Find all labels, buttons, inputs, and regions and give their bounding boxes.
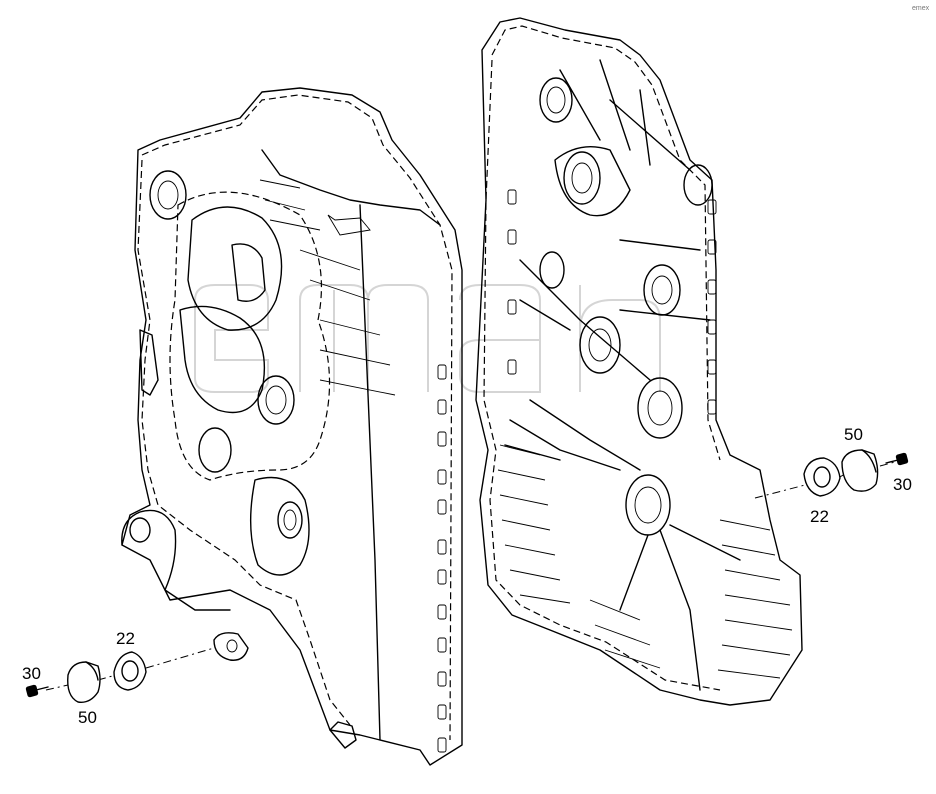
left-exploded-parts	[25, 647, 215, 703]
bearing-bores	[539, 77, 713, 536]
bolt-30-right	[885, 452, 909, 466]
callout-labels: 30 50 22 50 30 22	[22, 425, 912, 727]
callout-30-left: 30	[22, 664, 41, 683]
cover-50-right	[841, 449, 879, 492]
watermark: emex	[194, 5, 930, 393]
watermark-tag: emex	[912, 5, 930, 12]
left-housing-half	[121, 87, 463, 766]
cover-50-left	[67, 661, 101, 703]
callout-30-right: 30	[893, 475, 912, 494]
gasket-22-right	[803, 457, 841, 497]
gasket-22-left	[113, 651, 147, 691]
callout-22-left: 22	[116, 629, 135, 648]
right-exploded-parts	[754, 449, 909, 499]
bolt-30-left	[25, 684, 49, 698]
callout-50-right: 50	[844, 425, 863, 444]
callout-50-left: 50	[78, 708, 97, 727]
callout-22-right: 22	[810, 507, 829, 526]
right-housing-cover	[475, 17, 803, 706]
